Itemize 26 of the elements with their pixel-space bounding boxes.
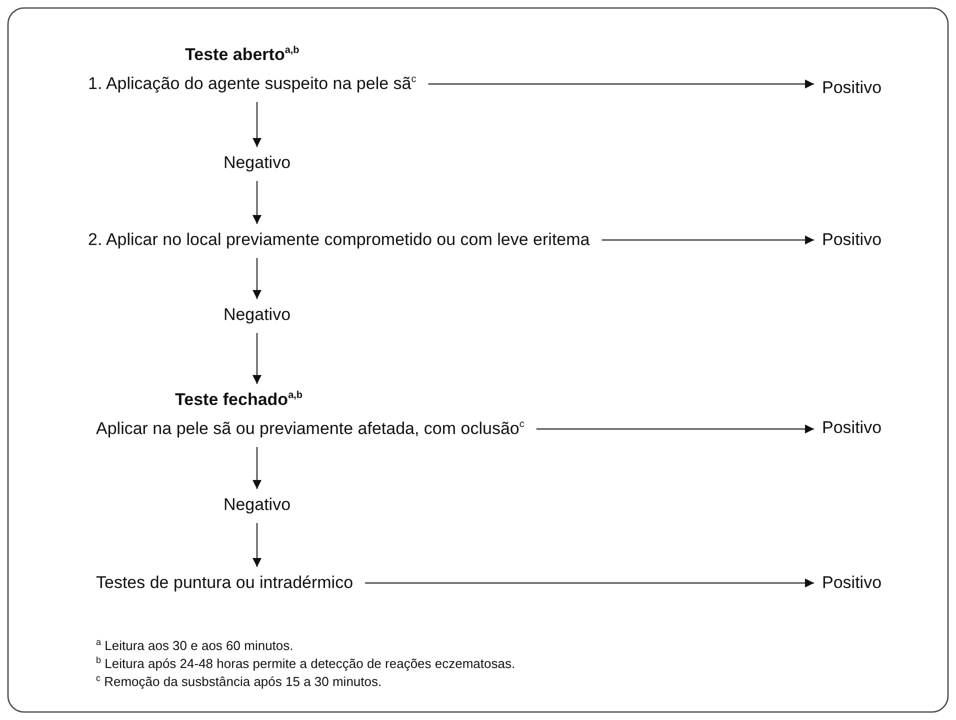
step-text: 2. Aplicar no local previamente comprometido ou com leve eritema xyxy=(88,230,590,250)
arrow xyxy=(252,181,262,224)
result-text: Negativo xyxy=(223,153,291,173)
arrow xyxy=(252,102,262,147)
step-text: 1. Aplicação do agente suspeito na pele sã$^{c}$ xyxy=(88,74,416,94)
step-text: Testes de puntura ou intradérmico xyxy=(96,573,354,593)
arrow xyxy=(252,333,262,384)
arrow xyxy=(252,447,262,489)
result-text: Positivo xyxy=(822,230,882,250)
footnote: $^{c}$ Remoção da susbstância após 15 a 30 minutos. xyxy=(96,673,382,691)
arrow xyxy=(602,236,814,244)
result-text: Positivo xyxy=(822,78,882,98)
footnote: $^{a}$ Leitura aos 30 e aos 60 minutos. xyxy=(96,637,294,655)
arrow xyxy=(536,424,814,434)
result-text: Negativo xyxy=(223,305,291,325)
section-heading: Teste fechado$^{a,b}$ xyxy=(174,390,304,410)
arrow xyxy=(252,258,262,299)
arrow xyxy=(252,523,262,567)
step-text: Aplicar na pele sã ou previamente afetada, com oclusão$^{c}$ xyxy=(96,419,524,439)
result-text: Positivo xyxy=(822,418,882,438)
arrow xyxy=(428,80,814,88)
footnote: $^{b}$ Leitura após 24-48 horas permite a detecção de reações eczematosas. xyxy=(96,655,516,673)
arrow xyxy=(365,578,814,588)
section-heading: Teste aberto$^{a,b}$ xyxy=(184,45,300,65)
result-text: Positivo xyxy=(822,573,882,593)
result-text: Negativo xyxy=(223,495,291,515)
